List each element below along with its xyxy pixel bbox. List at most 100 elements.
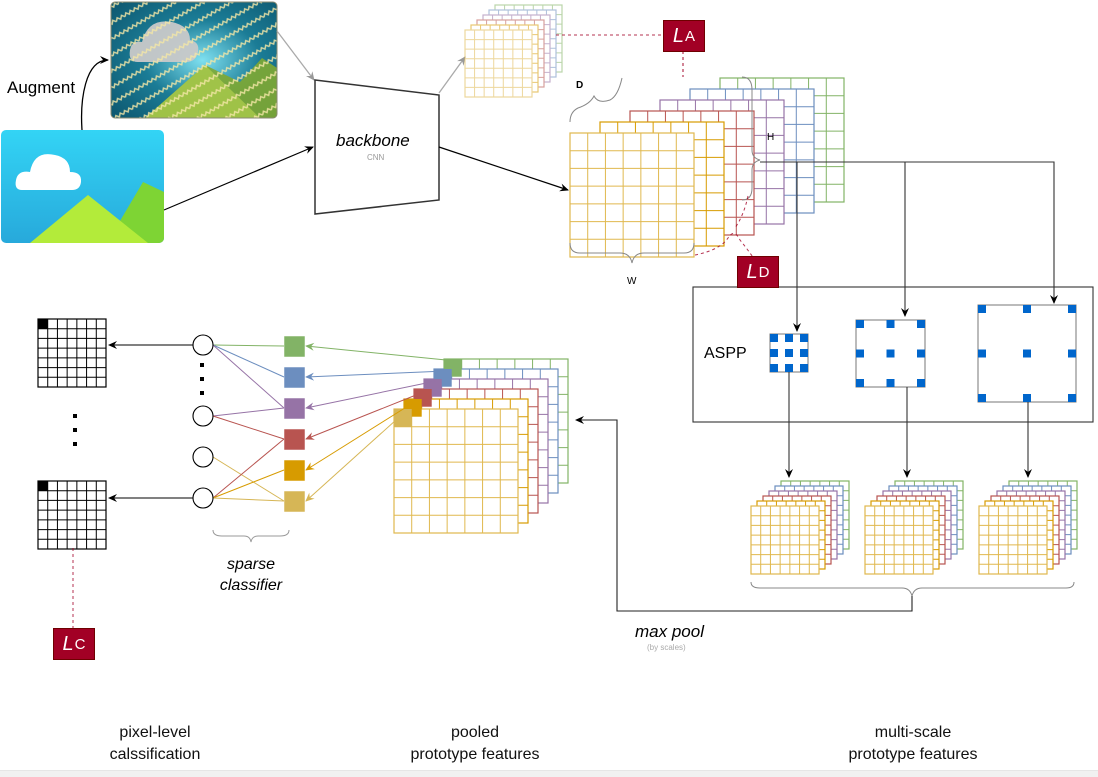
aspp-sample-point bbox=[856, 379, 864, 387]
loss-subscript: A bbox=[685, 27, 696, 45]
backbone-feature-stack bbox=[569, 77, 845, 258]
aspp-sample-point bbox=[785, 349, 793, 357]
aspp-label: ASPP bbox=[704, 345, 747, 362]
max-pool-sublabel: (by scales) bbox=[647, 643, 686, 652]
classifier-link bbox=[212, 469, 285, 499]
backbone-sublabel: CNN bbox=[367, 153, 385, 162]
caption-line: prototype features bbox=[410, 746, 540, 763]
prototype-arrow bbox=[305, 410, 407, 502]
aspp-sample-point bbox=[785, 334, 793, 342]
loss-subscript: C bbox=[74, 635, 86, 653]
feature-map-layer bbox=[978, 505, 1048, 575]
backbone-to-augmented-features-arrow bbox=[438, 56, 466, 94]
backbone-label: backbone bbox=[336, 131, 410, 150]
prototype-arrow bbox=[305, 342, 457, 362]
max-pool-label: max pool bbox=[635, 622, 704, 641]
neuron bbox=[192, 405, 214, 427]
neuron bbox=[192, 334, 214, 356]
multi-scale-stack bbox=[864, 480, 964, 575]
aspp-sample-point bbox=[917, 379, 925, 387]
aspp-sample-point bbox=[785, 364, 793, 372]
classifier-link bbox=[212, 344, 285, 378]
aspp-sample-point bbox=[978, 394, 986, 402]
caption-pixel-classification: pixel-level calssification bbox=[80, 722, 230, 766]
aspp-sample-point bbox=[1023, 305, 1031, 313]
prototype-square bbox=[283, 459, 306, 482]
neuron bbox=[192, 446, 214, 468]
ellipsis-dot bbox=[200, 391, 204, 395]
aspp-sample-point bbox=[770, 334, 778, 342]
input-image-icon bbox=[1, 130, 164, 243]
caption-line: pooled bbox=[450, 724, 500, 741]
classifier-neurons bbox=[192, 334, 214, 509]
feature-map-layer bbox=[464, 29, 533, 98]
aspp-sample-point bbox=[856, 320, 864, 328]
prototype-arrows bbox=[305, 342, 457, 502]
aspp-sample-point bbox=[1068, 349, 1076, 358]
aspp-sample-point bbox=[1023, 349, 1031, 358]
sparse-classifier-label: sparse classifier bbox=[213, 554, 289, 596]
prototype-square bbox=[283, 490, 306, 513]
feature-map-border bbox=[464, 29, 533, 98]
aspp-sample-point bbox=[770, 349, 778, 357]
augment-arrow bbox=[80, 56, 109, 131]
augmented-feature-stack bbox=[464, 4, 563, 98]
augment-label: Augment bbox=[7, 78, 76, 97]
brace-d bbox=[569, 77, 623, 123]
multi-scale-brace bbox=[750, 581, 1075, 597]
loss-subscript: D bbox=[758, 263, 770, 281]
feature-map-border bbox=[37, 318, 107, 388]
feature-map-border bbox=[37, 480, 107, 550]
classifier-links bbox=[212, 344, 285, 502]
classifier-link bbox=[212, 344, 285, 409]
pixel-classification-map bbox=[37, 318, 107, 388]
loss-symbol: L bbox=[746, 260, 758, 283]
classifier-link bbox=[212, 438, 285, 499]
aspp-sample-point bbox=[917, 349, 925, 358]
bottom-edge bbox=[0, 770, 1098, 777]
prototype-cell bbox=[394, 409, 412, 427]
feature-map-layer bbox=[750, 505, 820, 575]
augmented-to-backbone-arrow bbox=[276, 30, 315, 81]
classifier-link bbox=[212, 415, 285, 440]
loss-d-connector bbox=[694, 233, 756, 261]
caption-line: calssification bbox=[109, 746, 201, 763]
features-to-aspp-lines bbox=[760, 161, 1058, 332]
pooled-prototype-stack bbox=[393, 358, 569, 534]
classifier-link bbox=[212, 344, 285, 347]
aspp-sample-point bbox=[886, 349, 895, 358]
multi-scale-stack bbox=[978, 480, 1078, 575]
backbone-block bbox=[314, 79, 440, 215]
neuron bbox=[192, 487, 214, 509]
loss-symbol: L bbox=[672, 24, 685, 47]
feature-map-border bbox=[393, 408, 519, 534]
aspp-sample-point bbox=[856, 349, 864, 358]
prototype-arrow bbox=[305, 390, 427, 440]
multi-scale-stack bbox=[750, 480, 850, 575]
aspp-sample-point bbox=[1068, 305, 1076, 313]
prototype-arrow bbox=[305, 370, 447, 381]
pixel-classification-map bbox=[37, 480, 107, 550]
prototype-vectors bbox=[283, 335, 306, 513]
feature-map-layer bbox=[393, 408, 519, 534]
prototype-square bbox=[283, 366, 306, 389]
prototype-square bbox=[283, 428, 306, 451]
classified-pixel bbox=[38, 481, 48, 491]
aspp-to-multiscale-arrows bbox=[785, 372, 1032, 478]
aspp-kernel-dilation-small bbox=[769, 333, 809, 373]
caption-line: pixel-level bbox=[119, 724, 191, 741]
input-to-backbone-arrow bbox=[163, 146, 314, 211]
ellipsis-dot bbox=[200, 377, 204, 381]
prototype-square bbox=[283, 335, 306, 358]
aspp-sample-point bbox=[917, 320, 925, 328]
caption-line: prototype features bbox=[848, 746, 978, 763]
aspp-module bbox=[692, 286, 1094, 423]
aspp-kernel-dilation-medium bbox=[855, 319, 926, 388]
dim-d-label: D bbox=[576, 80, 584, 91]
feature-map-border bbox=[569, 132, 695, 258]
aspp-sample-point bbox=[800, 364, 808, 372]
feature-map-layer bbox=[569, 132, 695, 258]
